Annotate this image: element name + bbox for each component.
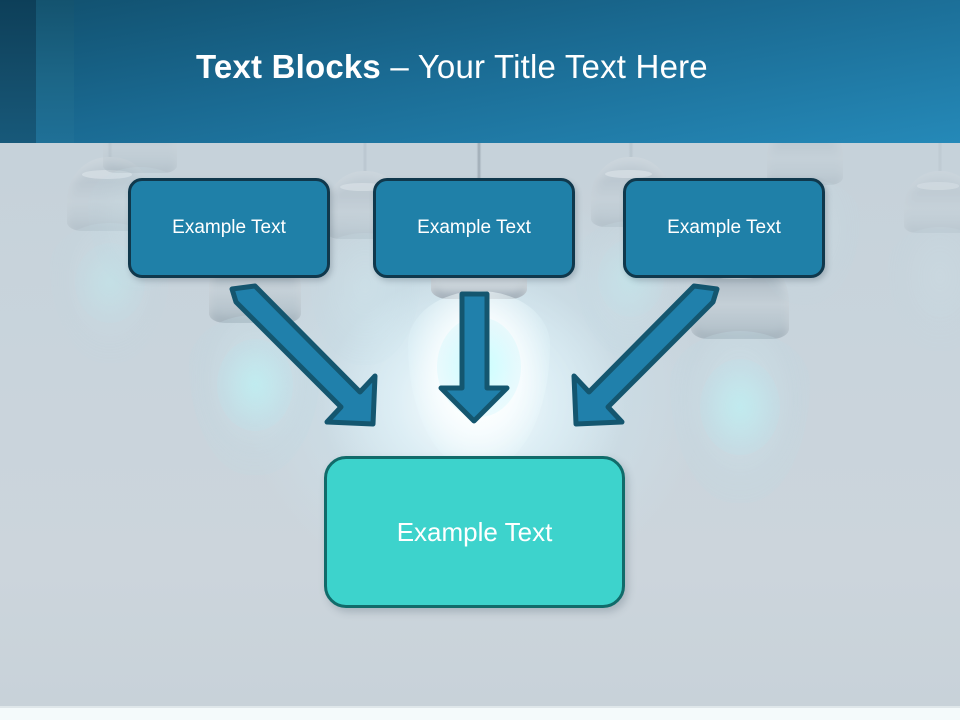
text-block-1[interactable]: Example Text	[128, 178, 330, 278]
text-block-2[interactable]: Example Text	[373, 178, 575, 278]
result-text-block-label: Example Text	[396, 516, 553, 547]
text-block-3[interactable]: Example Text	[623, 178, 825, 278]
page-title-separator: –	[381, 48, 418, 85]
text-block-1-label: Example Text	[172, 217, 286, 238]
page-title: Text Blocks – Your Title Text Here	[196, 48, 708, 86]
page-title-rest: Your Title Text Here	[417, 48, 708, 85]
header-accent-band-dark	[0, 0, 36, 143]
page-title-strong: Text Blocks	[196, 48, 381, 85]
text-block-2-label: Example Text	[417, 217, 531, 238]
background-bulb	[880, 143, 960, 363]
header-accent-band-mid	[36, 0, 74, 143]
result-text-block[interactable]: Example Text	[324, 456, 625, 608]
slide-bottom-strip	[0, 708, 960, 720]
slide-header: Text Blocks – Your Title Text Here	[0, 0, 960, 143]
text-block-3-label: Example Text	[667, 217, 781, 238]
slide-bottom-hairline	[0, 706, 960, 708]
